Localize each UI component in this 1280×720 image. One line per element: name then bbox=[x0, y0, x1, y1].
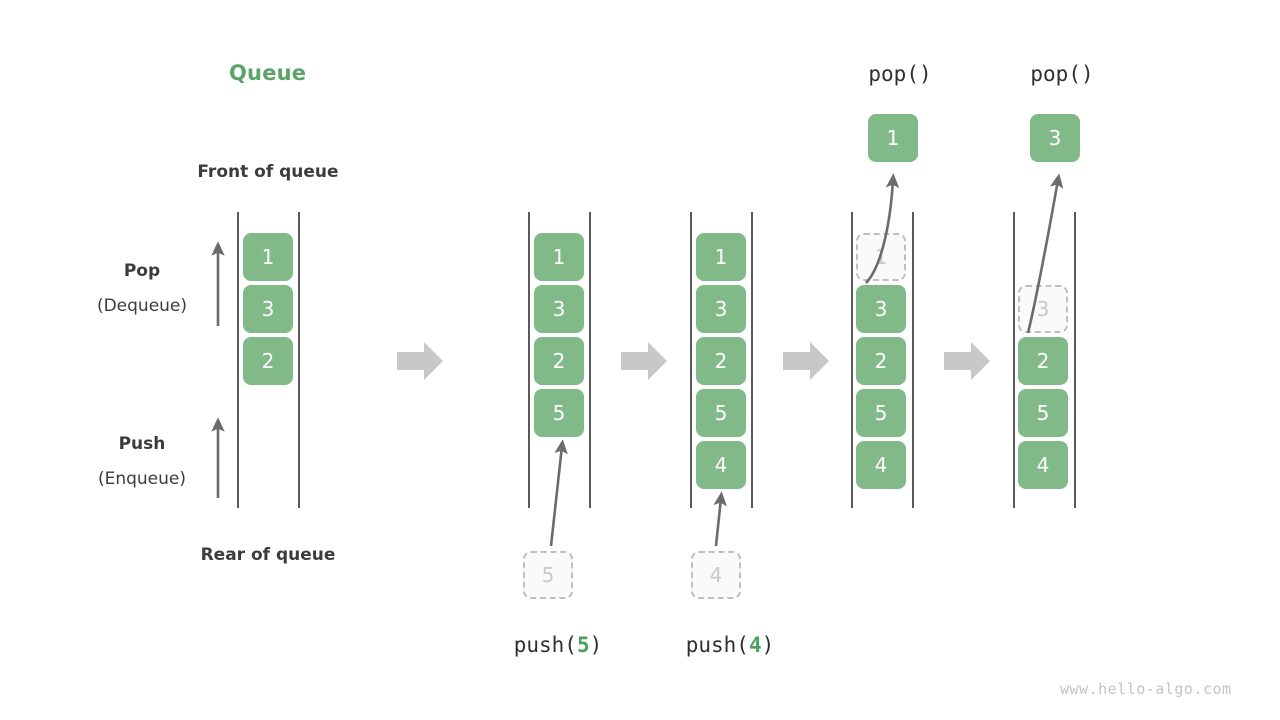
queue-cell-removed: 1 bbox=[856, 233, 906, 281]
queue-cell: 5 bbox=[696, 389, 746, 437]
queue-cell: 3 bbox=[856, 285, 906, 333]
front-of-queue-label: Front of queue bbox=[197, 162, 339, 182]
popped-cell: 3 bbox=[1030, 114, 1080, 162]
queue-cell: 5 bbox=[1018, 389, 1068, 437]
queue-rail-right-step3 bbox=[751, 212, 753, 508]
popped-cell: 1 bbox=[868, 114, 918, 162]
queue-cell: 4 bbox=[1018, 441, 1068, 489]
enqueue-label: (Enqueue) bbox=[97, 469, 187, 489]
push-caption-value: 4 bbox=[748, 633, 762, 657]
transition-arrow-1 bbox=[397, 342, 443, 380]
watermark: www.hello-algo.com bbox=[1060, 680, 1232, 698]
queue-cell: 4 bbox=[856, 441, 906, 489]
incoming-ghost-cell: 4 bbox=[691, 551, 741, 599]
transition-arrow-3 bbox=[783, 342, 829, 380]
queue-rail-left-step3 bbox=[690, 212, 692, 508]
queue-cell: 3 bbox=[696, 285, 746, 333]
queue-rail-right-step4 bbox=[912, 212, 914, 508]
transition-arrow-4 bbox=[944, 342, 990, 380]
dequeue-label: (Dequeue) bbox=[96, 296, 188, 316]
queue-rail-left-step5 bbox=[1013, 212, 1015, 508]
queue-rail-left-step1 bbox=[237, 212, 239, 508]
queue-cell: 2 bbox=[696, 337, 746, 385]
page-title: Queue bbox=[229, 61, 307, 85]
queue-cell: 1 bbox=[534, 233, 584, 281]
queue-cell-new: 4 bbox=[696, 441, 746, 489]
push-label: Push bbox=[118, 434, 166, 454]
queue-cell: 1 bbox=[243, 233, 293, 281]
push-caption-suffix: ) bbox=[589, 633, 603, 657]
queue-cell: 3 bbox=[243, 285, 293, 333]
queue-cell: 2 bbox=[534, 337, 584, 385]
push-4-caption: push(4) bbox=[650, 633, 810, 657]
push-caption-prefix: push( bbox=[685, 633, 749, 657]
queue-rail-right-step2 bbox=[589, 212, 591, 508]
queue-rail-right-step1 bbox=[298, 212, 300, 508]
queue-cell: 5 bbox=[856, 389, 906, 437]
pop-label: Pop bbox=[123, 261, 161, 281]
queue-rail-right-step5 bbox=[1074, 212, 1076, 508]
queue-cell-removed: 3 bbox=[1018, 285, 1068, 333]
push-caption-value: 5 bbox=[576, 633, 590, 657]
queue-cell: 1 bbox=[696, 233, 746, 281]
transition-arrow-2 bbox=[621, 342, 667, 380]
queue-rail-left-step2 bbox=[528, 212, 530, 508]
queue-cell: 2 bbox=[243, 337, 293, 385]
pop-caption-step5: pop() bbox=[1030, 62, 1094, 86]
queue-cell-new: 5 bbox=[534, 389, 584, 437]
queue-cell: 2 bbox=[856, 337, 906, 385]
incoming-ghost-cell: 5 bbox=[523, 551, 573, 599]
rear-of-queue-label: Rear of queue bbox=[200, 545, 336, 565]
push-caption-prefix: push( bbox=[513, 633, 577, 657]
queue-cell: 3 bbox=[534, 285, 584, 333]
push-5-caption: push(5) bbox=[478, 633, 638, 657]
queue-rail-left-step4 bbox=[851, 212, 853, 508]
push-4-insert-arrow bbox=[713, 491, 727, 547]
push-5-insert-arrow bbox=[549, 439, 568, 547]
push-caption-suffix: ) bbox=[761, 633, 775, 657]
pop-caption-step4: pop() bbox=[868, 62, 932, 86]
queue-cell: 2 bbox=[1018, 337, 1068, 385]
